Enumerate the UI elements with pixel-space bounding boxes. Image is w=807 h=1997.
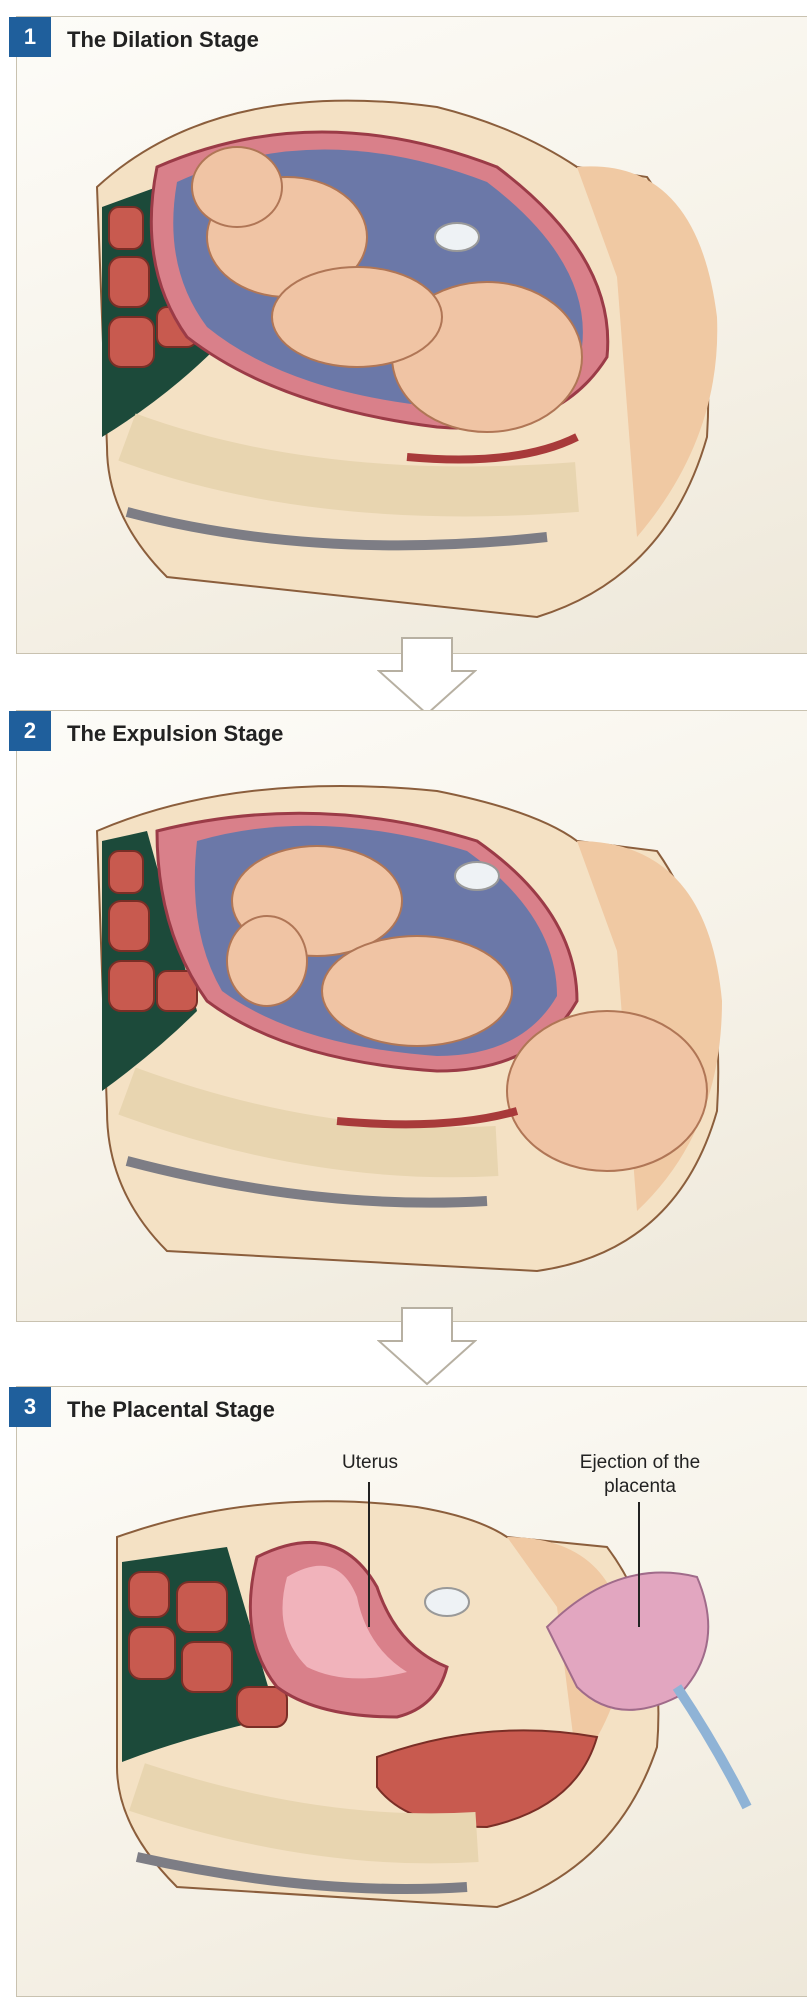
stage-panel-dilation: 1 The Dilation Stage <box>16 16 807 654</box>
stage-number-badge: 2 <box>9 711 51 751</box>
dilation-illustration <box>17 17 807 653</box>
umbilical-cord <box>677 1687 747 1807</box>
bladder <box>435 223 479 251</box>
placenta-ejection-label: Ejection of the placenta <box>565 1451 715 1499</box>
bladder <box>455 862 499 890</box>
stage-panel-placental: 3 The Placental Stage Uterus Ejection of… <box>16 1386 807 1997</box>
expulsion-illustration <box>17 711 807 1321</box>
stage-title: The Dilation Stage <box>67 27 259 53</box>
uterus-label: Uterus <box>330 1451 410 1475</box>
down-arrow <box>377 1306 477 1386</box>
stage-title: The Placental Stage <box>67 1397 275 1423</box>
stage-title: The Expulsion Stage <box>67 721 283 747</box>
stage-number-badge: 1 <box>9 17 51 57</box>
down-arrow <box>377 636 477 716</box>
stage-number-badge: 3 <box>9 1387 51 1427</box>
bladder <box>425 1588 469 1616</box>
stage-panel-expulsion: 2 The Expulsion Stage <box>16 710 807 1322</box>
